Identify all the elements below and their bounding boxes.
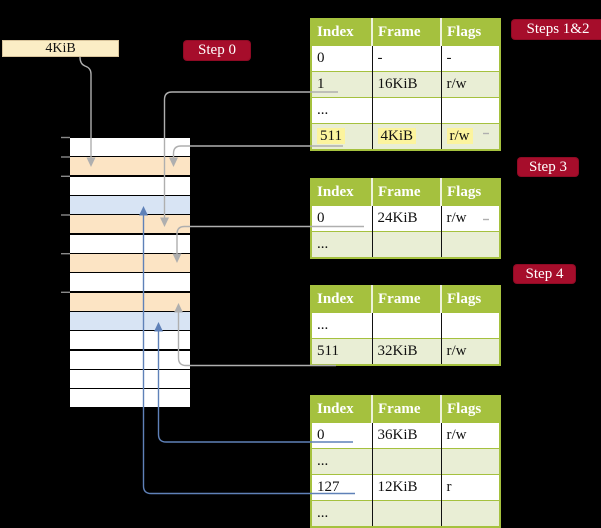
- table-cell: 511: [311, 123, 372, 150]
- table-cell: ...: [311, 500, 372, 527]
- memory-cell-5: [70, 234, 190, 253]
- badge-steps-1-2: Steps 1&2: [512, 20, 601, 39]
- table-cell: r/w: [440, 71, 500, 98]
- table-row: 511 4KiB r/w: [311, 123, 500, 150]
- table-cell: 32KiB: [371, 338, 441, 365]
- table-row: ...: [311, 312, 500, 339]
- table-cell: [371, 312, 441, 339]
- column-header-index: Index: [311, 179, 372, 206]
- table-cell: -: [440, 45, 500, 72]
- memory-cell-8: [70, 292, 190, 311]
- column-header-flags: Flags: [440, 286, 500, 313]
- table-cell: [371, 97, 441, 124]
- column-header-flags: Flags: [440, 179, 500, 206]
- memory-cell-10: [70, 331, 190, 350]
- table-cell: ...: [311, 231, 372, 258]
- table-cell: 12KiB: [371, 474, 441, 501]
- table-cell: [440, 312, 500, 339]
- highlighted-value: 511: [317, 128, 345, 144]
- table-cell: r/w: [440, 338, 500, 365]
- table-cell: [371, 231, 441, 258]
- table-cell: 16KiB: [371, 71, 441, 98]
- column-header-frame: Frame: [371, 396, 441, 423]
- table-cell: [440, 231, 500, 258]
- table-cell: r/w: [440, 205, 500, 232]
- table-cell: 0: [311, 422, 372, 449]
- table-cell: 4KiB: [371, 123, 441, 150]
- memory-column: [70, 138, 190, 408]
- memory-cell-11: [70, 350, 190, 369]
- memory-cell-2: [70, 176, 190, 195]
- column-header-frame: Frame: [371, 286, 441, 313]
- table-cell: 1: [311, 71, 372, 98]
- table-cell: ...: [311, 312, 372, 339]
- column-header-index: Index: [311, 19, 372, 46]
- table-cell: ...: [311, 448, 372, 475]
- table-cell: r/w: [440, 422, 500, 449]
- memory-cell-12: [70, 369, 190, 388]
- column-header-flags: Flags: [440, 19, 500, 46]
- column-header-index: Index: [311, 286, 372, 313]
- memory-cell-0: [70, 138, 190, 156]
- table-row: ...: [311, 231, 500, 258]
- badge-step-3: Step 3: [518, 158, 578, 176]
- table-cell: [371, 448, 441, 475]
- table-cell: 36KiB: [371, 422, 441, 449]
- column-header-frame: Frame: [371, 179, 441, 206]
- table-row: ...: [311, 448, 500, 475]
- memory-cell-6: [70, 253, 190, 272]
- table-cell: [440, 500, 500, 527]
- table-cell: 24KiB: [371, 205, 441, 232]
- table-cell: [371, 500, 441, 527]
- column-header-index: Index: [311, 396, 372, 423]
- frame-size-label: 4KiB: [2, 40, 119, 57]
- highlighted-value: 4KiB: [377, 128, 417, 144]
- table-row: ...: [311, 97, 500, 124]
- memory-cell-4: [70, 215, 190, 234]
- table-row: 0--: [311, 45, 500, 72]
- table-cell: [440, 97, 500, 124]
- table-cell: 0: [311, 205, 372, 232]
- table-cell: r/w: [440, 123, 500, 150]
- table-cell: 0: [311, 45, 372, 72]
- badge-step-4: Step 4: [514, 265, 575, 283]
- memory-cell-3: [70, 195, 190, 214]
- highlighted-value: r/w: [446, 128, 473, 144]
- table-row: ...: [311, 500, 500, 527]
- table-cell: -: [371, 45, 441, 72]
- memory-cell-9: [70, 311, 190, 330]
- table-cell: r: [440, 474, 500, 501]
- memory-cell-7: [70, 273, 190, 292]
- column-header-flags: Flags: [440, 396, 500, 423]
- table-cell: 127: [311, 474, 372, 501]
- table-cell: 511: [311, 338, 372, 365]
- memory-cell-1: [70, 157, 190, 176]
- column-header-frame: Frame: [371, 19, 441, 46]
- table-cell: ...: [311, 97, 372, 124]
- table-cell: [440, 448, 500, 475]
- memory-cell-13: [70, 389, 190, 408]
- badge-step-0: Step 0: [184, 41, 250, 60]
